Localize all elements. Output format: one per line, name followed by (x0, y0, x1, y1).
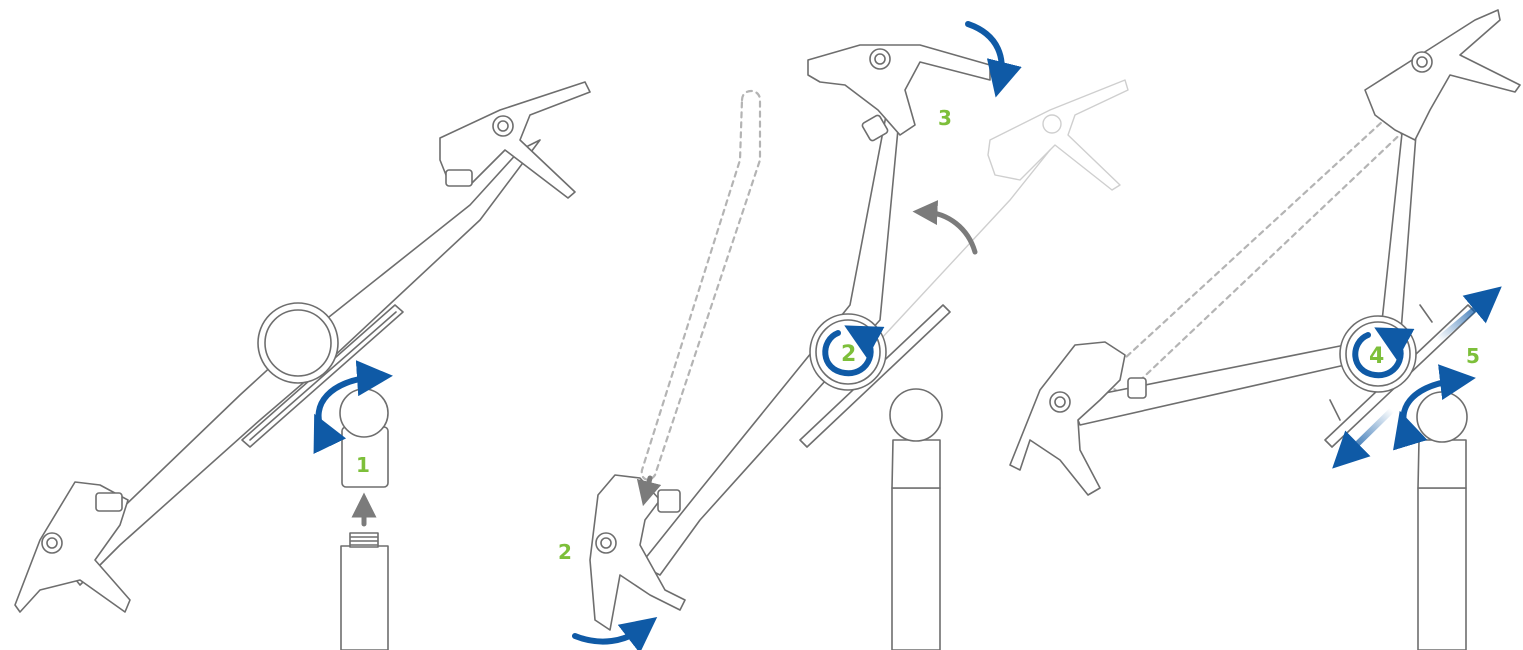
rotate-arrow-icon (1352, 327, 1415, 379)
clamp-top (439, 81, 591, 199)
step-2-knob-label: 2 (841, 342, 856, 367)
step-2-label: 2 (558, 540, 572, 564)
rotate-arrow-icon (1393, 364, 1476, 451)
dashed-outline (640, 89, 762, 481)
stand-pole (889, 388, 943, 650)
rotate-arrow-icon (313, 360, 393, 455)
down-arrow-icon (636, 475, 662, 507)
panel-2: 2 2 3 (558, 21, 1129, 650)
step-4-label: 4 (1369, 344, 1384, 369)
panel-1: 1 (14, 81, 591, 650)
step-1-label: 1 (356, 453, 370, 477)
grey-curve-arrow-icon (912, 200, 978, 255)
clamp-left (1009, 341, 1147, 496)
panel-3: 4 5 (1009, 9, 1521, 650)
step-3-label: 3 (938, 106, 952, 130)
slide-arrow-icon (1435, 286, 1502, 343)
clamp-bottom (14, 481, 131, 613)
clamp-top (1364, 9, 1521, 141)
stand-pole (1416, 391, 1468, 650)
tablet-arm (59, 139, 541, 586)
step-5-label: 5 (1466, 344, 1480, 368)
clamp-top (807, 44, 991, 142)
rotate-arrow-icon (822, 325, 885, 377)
ghost-arm (879, 79, 1129, 341)
rotate-arrow-icon (572, 616, 658, 650)
rotate-arrow-icon (965, 21, 1022, 98)
slide-arrow-icon (1332, 407, 1395, 469)
